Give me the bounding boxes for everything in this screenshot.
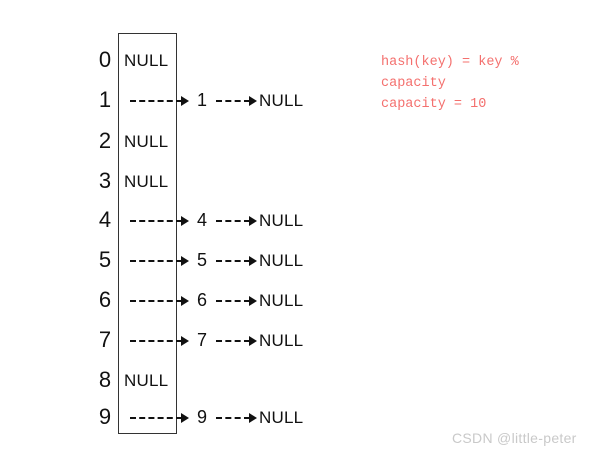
chain-node-value-7: 7 [197,330,208,350]
chain-node-value-1: 1 [197,90,208,110]
chain-link-arrow-icon [216,99,251,102]
bucket-row: 2 NULL [0,121,606,161]
bucket-index-3: 3 [98,168,112,193]
bucket-index-8: 8 [98,367,112,392]
bucket-index-4: 4 [98,207,112,232]
arrow-head-icon [181,335,189,346]
chain-terminator-5: NULL [259,250,304,270]
chain-terminator-6: NULL [259,290,304,310]
chain-node-value-4: 4 [197,210,208,230]
arrow-head-icon [249,95,258,106]
chain-link-arrow-icon [130,259,182,262]
bucket-index-5: 5 [98,247,112,272]
bucket-chain-4: 4 NULL [130,200,303,240]
bucket-index-2: 2 [98,128,112,153]
chain-link-arrow-icon [216,259,251,262]
chain-terminator-7: NULL [259,330,304,350]
chain-link-arrow-icon [130,99,182,102]
bucket-row: 3 NULL [0,161,606,201]
chain-terminator-9: NULL [259,407,304,427]
bucket-empty-label-3: NULL [124,171,169,191]
chain-node-value-9: 9 [197,407,208,427]
bucket-row: 6 6 NULL [0,280,606,320]
chain-link-arrow-icon [216,339,251,342]
bucket-row: 1 1 NULL [0,80,606,120]
bucket-index-9: 9 [98,404,112,429]
arrow-head-icon [181,295,189,306]
arrow-head-icon [181,95,189,106]
bucket-row: 4 4 NULL [0,200,606,240]
bucket-row: 8 NULL [0,360,606,400]
chain-link-arrow-icon [216,219,251,222]
chain-link-arrow-icon [130,219,182,222]
chain-node-value-6: 6 [197,290,208,310]
arrow-head-icon [249,335,258,346]
arrow-head-icon [249,255,258,266]
bucket-empty-label-8: NULL [124,370,169,390]
bucket-index-7: 7 [98,327,112,352]
bucket-row: 7 7 NULL [0,320,606,360]
arrow-head-icon [181,412,189,423]
bucket-chain-5: 5 NULL [130,240,303,280]
bucket-row: 5 5 NULL [0,240,606,280]
bucket-index-0: 0 [98,47,112,72]
chain-link-arrow-icon [216,416,251,419]
bucket-chain-1: 1 NULL [130,80,303,120]
bucket-empty-label-0: NULL [124,50,169,70]
chain-terminator-1: NULL [259,90,304,110]
bucket-index-6: 6 [98,287,112,312]
arrow-head-icon [249,295,258,306]
watermark-label: CSDN @little-peter [452,430,577,446]
chain-link-arrow-icon [130,339,182,342]
hash-formula-annotation: hash(key) = key % capacity capacity = 10 [381,55,519,112]
bucket-row: 9 9 NULL [0,397,606,437]
chain-terminator-4: NULL [259,210,304,230]
bucket-chain-9: 9 NULL [130,397,303,437]
bucket-empty-label-2: NULL [124,131,169,151]
chain-link-arrow-icon [130,299,182,302]
chain-link-arrow-icon [130,416,182,419]
arrow-head-icon [249,412,258,423]
chain-node-value-5: 5 [197,250,208,270]
bucket-chain-6: 6 NULL [130,280,303,320]
bucket-array-box [118,33,177,434]
bucket-row: 0 NULL [0,40,606,80]
arrow-head-icon [249,215,258,226]
chain-link-arrow-icon [216,299,251,302]
arrow-head-icon [181,215,189,226]
arrow-head-icon [181,255,189,266]
bucket-chain-7: 7 NULL [130,320,303,360]
bucket-index-1: 1 [98,87,112,112]
